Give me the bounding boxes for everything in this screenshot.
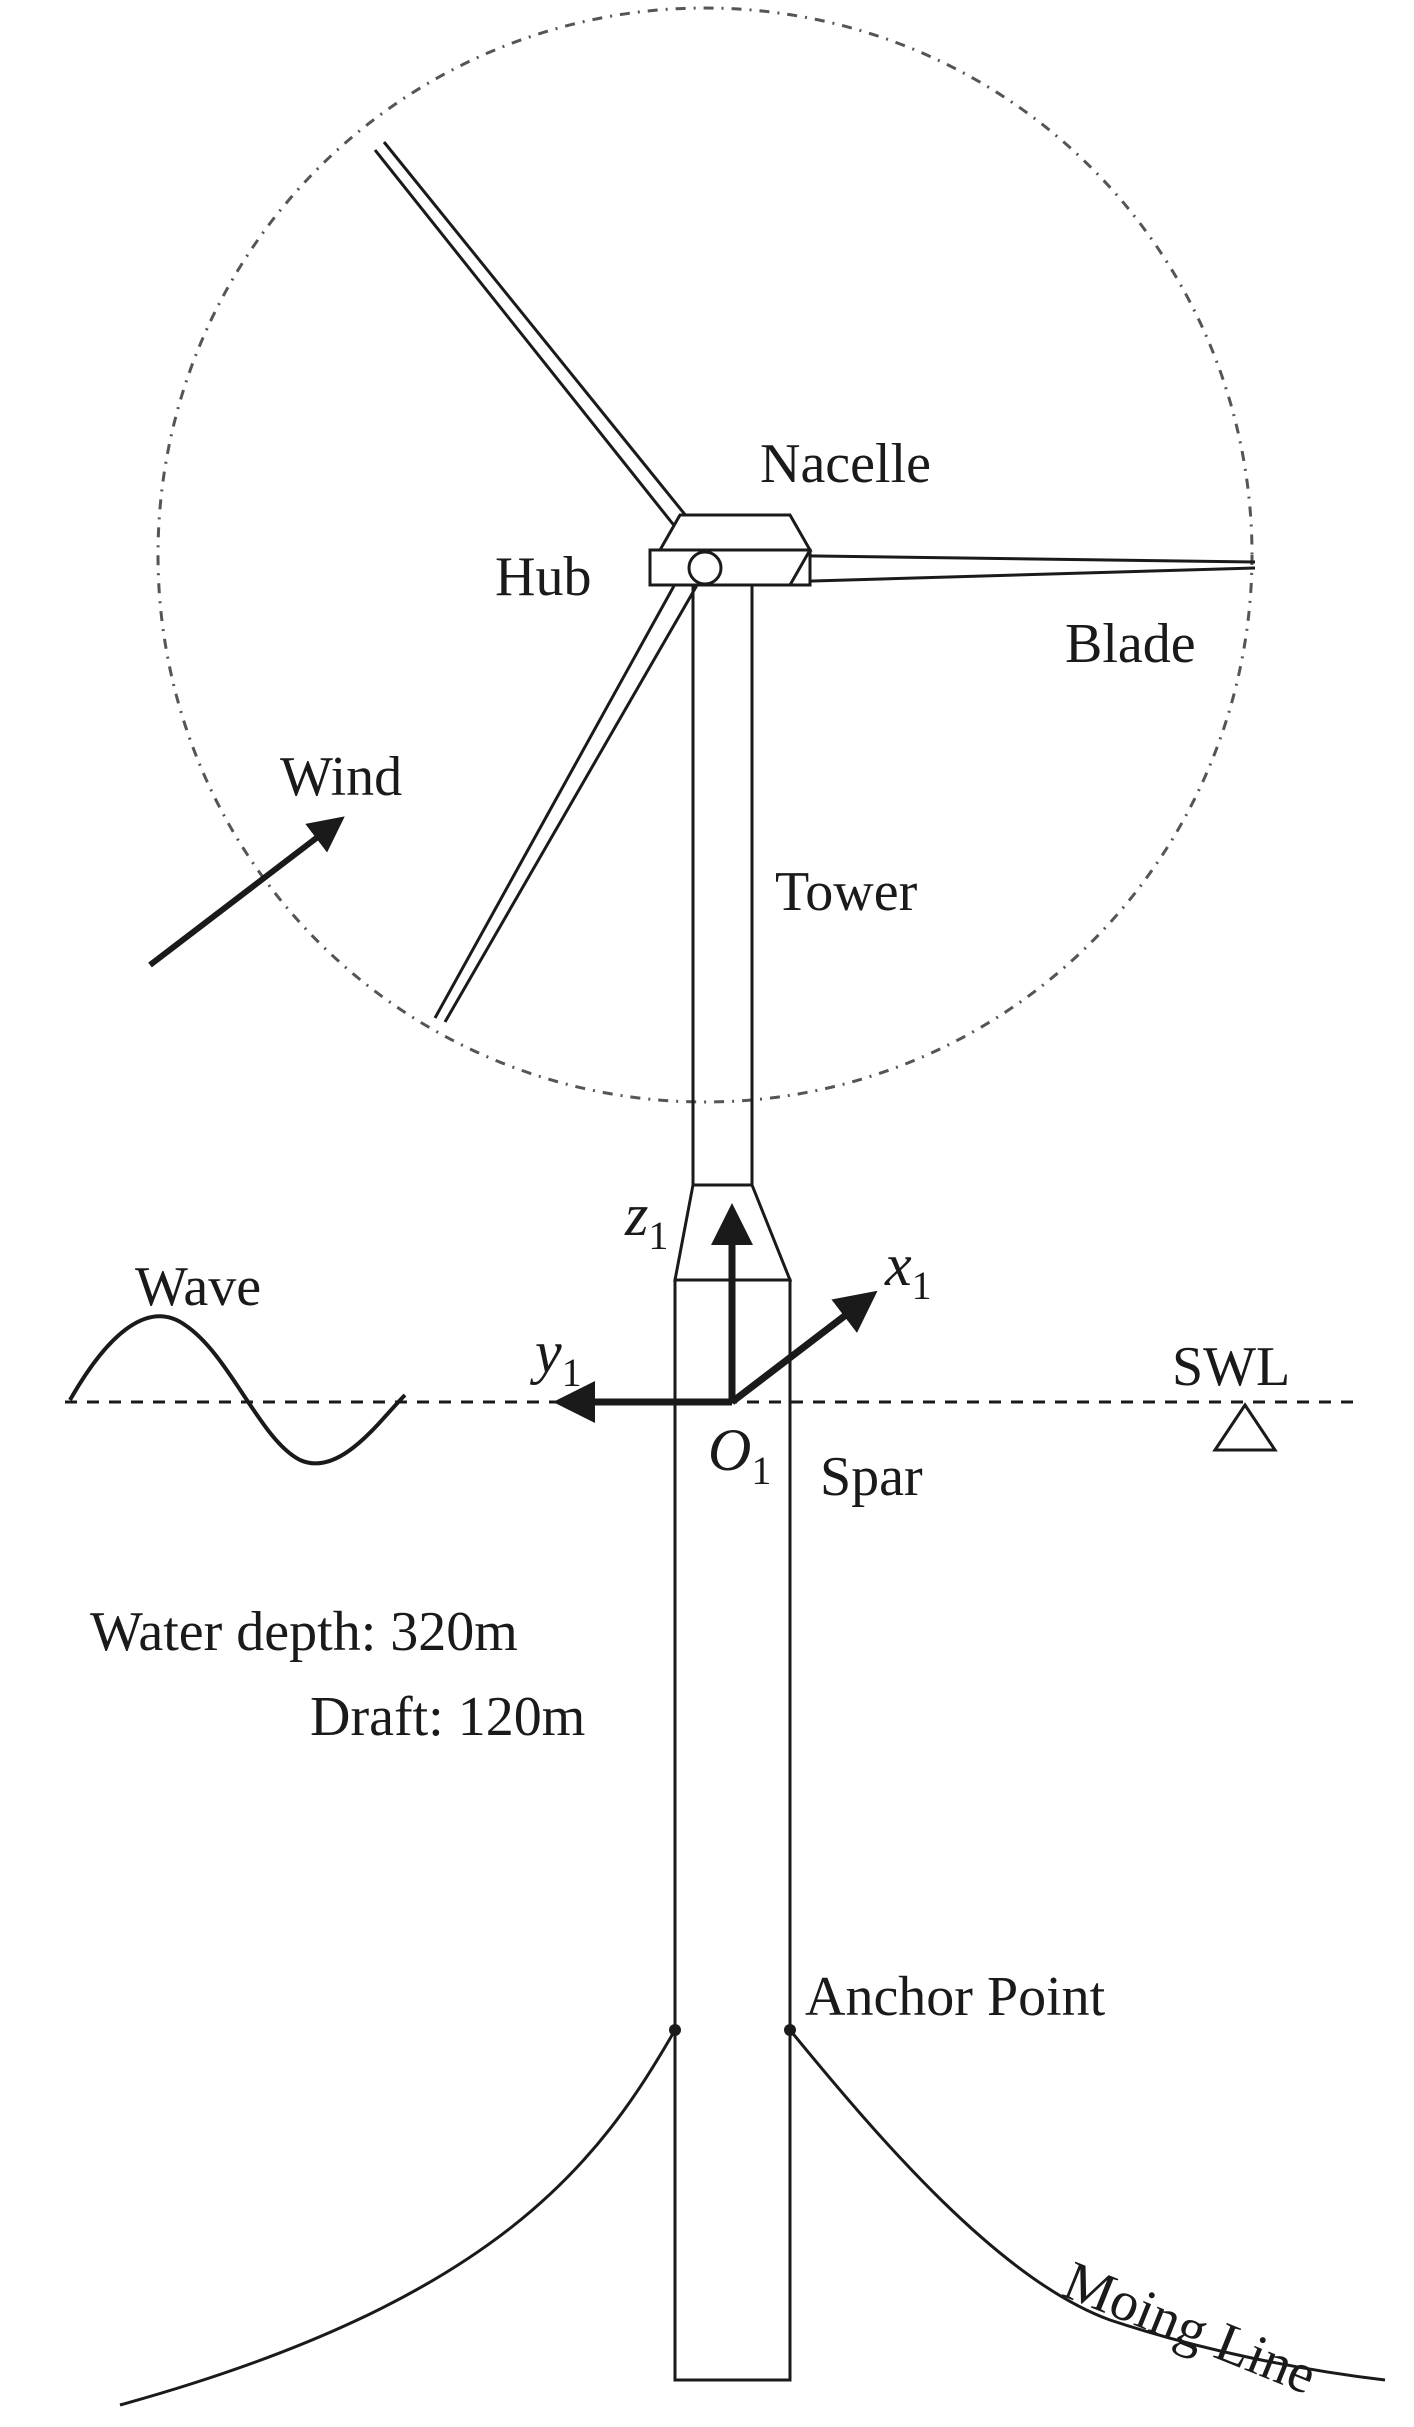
spar-label: Spar	[820, 1446, 923, 1508]
mooring-line-left	[119, 2029, 677, 2407]
wave-label: Wave	[135, 1256, 261, 1318]
hub	[687, 550, 723, 586]
blade-upper-left	[373, 141, 714, 549]
mooring-line-label: Moing Line	[1055, 2250, 1325, 2407]
wave-curve	[68, 1314, 407, 1466]
swl-triangle-icon	[1212, 1402, 1278, 1452]
wind-label: Wind	[280, 746, 402, 808]
tower	[691, 570, 754, 1185]
origin-label: O1	[708, 1417, 771, 1493]
spar	[673, 1278, 792, 2382]
tower-label: Tower	[775, 861, 918, 923]
mooring-line-right	[788, 2029, 1386, 2382]
z-axis-label: z1	[624, 1182, 668, 1258]
blade-lower-left	[433, 574, 702, 1023]
water-depth-label: Water depth: 320m	[90, 1601, 518, 1663]
y-axis-label: y1	[529, 1319, 582, 1395]
x-axis-arrow	[729, 1290, 878, 1405]
x-axis-label: x1	[884, 1232, 932, 1308]
wind-arrow	[148, 816, 345, 968]
hub-label: Hub	[495, 546, 591, 608]
swl-label: SWL	[1172, 1336, 1290, 1398]
anchor-point-label: Anchor Point	[805, 1966, 1106, 2028]
nacelle-label: Nacelle	[760, 433, 931, 495]
nacelle	[648, 513, 813, 587]
rotor-swept-area	[156, 6, 1254, 1104]
blade-right	[744, 553, 1256, 585]
draft-label: Draft: 120m	[310, 1686, 585, 1748]
blade-label: Blade	[1065, 613, 1196, 675]
